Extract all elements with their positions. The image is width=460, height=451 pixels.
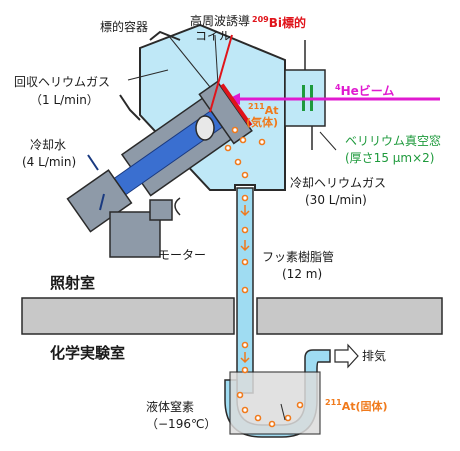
label-at-gas-2: (気体) bbox=[246, 116, 279, 129]
label-cooling-water: 冷却水 bbox=[30, 138, 67, 152]
bi-mass-number: 209 bbox=[252, 15, 269, 24]
label-recovery-gas: 回収ヘリウムガス bbox=[14, 75, 111, 89]
label-liquid-nitrogen-temp: （−196℃） bbox=[146, 417, 217, 431]
exhaust-arrow bbox=[334, 343, 359, 369]
label-cooling-he-gas-flow: (30 L/min) bbox=[305, 193, 367, 207]
bi-leader bbox=[209, 34, 233, 113]
label-at-gas: 211At bbox=[248, 102, 279, 119]
label-cooling-he-gas: 冷却ヘリウムガス bbox=[290, 176, 387, 190]
label-irradiation-room: 照射室 bbox=[50, 274, 96, 292]
target-window bbox=[195, 115, 215, 141]
label-beryllium-window: ベリリウム真空窓 bbox=[345, 134, 442, 148]
motor-rotation-arrow bbox=[174, 197, 181, 216]
vessel-flange-left bbox=[119, 94, 141, 121]
he-beam-text: Heビーム bbox=[340, 84, 395, 98]
at-solid-mass-number: 211 bbox=[325, 398, 342, 407]
at-solid-text: At(固体) bbox=[341, 400, 388, 413]
label-target-container: 標的容器 bbox=[100, 20, 149, 34]
label-chemistry-lab: 化学実験室 bbox=[50, 344, 126, 362]
wall-left bbox=[21, 297, 235, 335]
label-recovery-gas-flow: （1 L/min） bbox=[30, 93, 99, 107]
at-gas-particles bbox=[224, 126, 266, 374]
label-hf-coil: 高周波誘導 bbox=[190, 14, 251, 28]
beam-window-assembly bbox=[284, 40, 326, 150]
bi-target-strip bbox=[220, 83, 253, 127]
at-gas-mass-number: 211 bbox=[248, 102, 265, 111]
wall-right bbox=[256, 297, 443, 335]
motor-shaft-block bbox=[149, 199, 173, 221]
label-beryllium-thickness: (厚さ15 μm×2) bbox=[345, 151, 435, 165]
motor bbox=[109, 197, 181, 258]
label-bi-target: 209Bi標的 bbox=[252, 15, 306, 32]
water-in-arrow bbox=[87, 154, 99, 171]
room-wall bbox=[21, 297, 443, 335]
label-teflon-tube-length: (12 m) bbox=[282, 267, 323, 281]
label-motor: モーター bbox=[158, 248, 207, 262]
vessel-flange-top bbox=[149, 30, 181, 41]
label-liquid-nitrogen: 液体窒素 bbox=[146, 400, 195, 414]
at-gas-text: At bbox=[264, 104, 279, 117]
he-mass-number: 4 bbox=[335, 83, 341, 92]
at-flow-arrows bbox=[240, 205, 250, 364]
bi-target-text: Bi標的 bbox=[268, 16, 306, 30]
label-hf-coil-2: コイル bbox=[195, 29, 232, 43]
water-out-arrow bbox=[99, 193, 105, 211]
label-cooling-water-flow: (4 L/min) bbox=[22, 155, 77, 169]
at-solid-particles bbox=[236, 391, 304, 428]
label-at-solid: 211At(固体) bbox=[325, 398, 388, 415]
label-exhaust: 排気 bbox=[362, 349, 387, 363]
cooling-water-arrows bbox=[87, 154, 105, 211]
label-teflon-tube: フッ素樹脂管 bbox=[262, 250, 335, 264]
leader-lines bbox=[127, 34, 337, 421]
label-he-beam: 4Heビーム bbox=[335, 83, 395, 100]
